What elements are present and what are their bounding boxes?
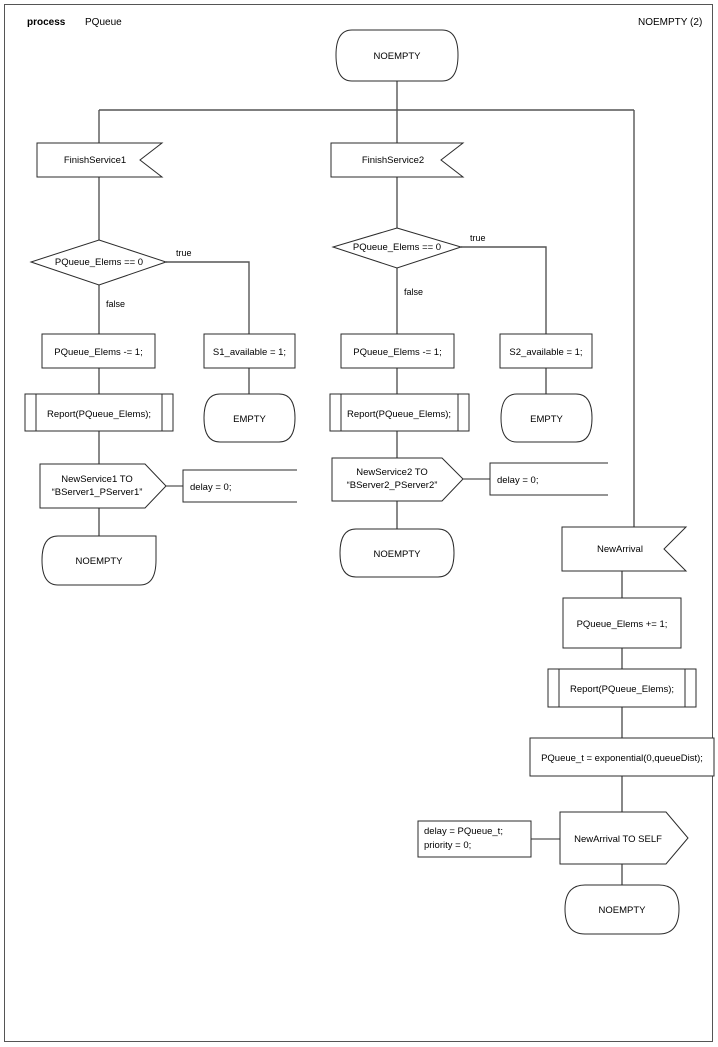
- task-pqueue-inc-label: PQueue_Elems += 1;: [577, 619, 668, 630]
- task-s1-available[interactable]: S1_available = 1;: [203, 333, 296, 369]
- state-noempty-1[interactable]: NOEMPTY: [41, 535, 157, 586]
- procedure-report-3[interactable]: Report(PQueue_Elems);: [547, 668, 697, 708]
- output-newservice1[interactable]: NewService1 TO “BServer1_PServer1”: [39, 463, 167, 509]
- state-noempty-start-label: NOEMPTY: [374, 51, 422, 62]
- task-pqueue-dec-2[interactable]: PQueue_Elems -= 1;: [340, 333, 455, 369]
- decision-2[interactable]: PQueue_Elems == 0: [331, 227, 463, 269]
- state-empty-1[interactable]: EMPTY: [203, 393, 296, 443]
- input-newarrival[interactable]: NewArrival: [561, 526, 688, 572]
- output-newservice2-line2: “BServer2_PServer2”: [347, 480, 438, 491]
- decision-2-label: PQueue_Elems == 0: [353, 242, 441, 253]
- flowline-decision1-true: [166, 261, 250, 334]
- comment-delay-2-label: delay = 0;: [497, 475, 538, 486]
- state-noempty-start[interactable]: NOEMPTY: [335, 29, 459, 82]
- input-finishservice2-label: FinishService2: [362, 155, 424, 166]
- decision-1[interactable]: PQueue_Elems == 0: [29, 239, 168, 286]
- decision-1-false-label: false: [106, 299, 125, 309]
- decision-2-true-label: true: [470, 233, 486, 243]
- task-s2-available[interactable]: S2_available = 1;: [499, 333, 593, 369]
- decision-2-false-label: false: [404, 287, 423, 297]
- input-finishservice1-label: FinishService1: [64, 155, 126, 166]
- state-noempty-2-label: NOEMPTY: [374, 549, 422, 560]
- task-pqueue-dec-1-label: PQueue_Elems -= 1;: [54, 347, 142, 358]
- task-exponential[interactable]: PQueue_t = exponential(0,queueDist);: [529, 737, 715, 777]
- input-finishservice1[interactable]: FinishService1: [36, 142, 164, 178]
- procedure-report-1-label: Report(PQueue_Elems);: [47, 409, 151, 420]
- comment-delay-priority-line1: delay = PQueue_t;: [424, 826, 503, 837]
- procedure-report-1[interactable]: Report(PQueue_Elems);: [24, 393, 174, 432]
- flowline-decision2-true: [461, 246, 547, 334]
- comment-delay-2: delay = 0;: [489, 462, 608, 496]
- state-noempty-1-label: NOEMPTY: [76, 556, 124, 567]
- header-process-name: PQueue: [85, 17, 122, 28]
- state-noempty-3-label: NOEMPTY: [599, 905, 647, 916]
- input-finishservice2[interactable]: FinishService2: [330, 142, 465, 178]
- input-newarrival-label: NewArrival: [597, 544, 643, 555]
- decision-1-label: PQueue_Elems == 0: [55, 257, 143, 268]
- state-empty-2[interactable]: EMPTY: [500, 393, 593, 443]
- header-page-label: NOEMPTY (2): [638, 17, 703, 28]
- decision-1-true-label: true: [176, 248, 192, 258]
- output-newarrival-self-label: NewArrival TO SELF: [574, 834, 662, 845]
- task-s1-available-label: S1_available = 1;: [213, 347, 286, 358]
- procedure-report-3-label: Report(PQueue_Elems);: [570, 684, 674, 695]
- state-noempty-3[interactable]: NOEMPTY: [564, 884, 680, 935]
- output-newservice2-line1: NewService2 TO: [356, 467, 427, 478]
- header-kind-label: process: [27, 17, 66, 28]
- flow-lines: [98, 81, 635, 885]
- task-pqueue-dec-2-label: PQueue_Elems -= 1;: [353, 347, 441, 358]
- output-newarrival-self[interactable]: NewArrival TO SELF: [559, 811, 689, 865]
- comment-delay-1-label: delay = 0;: [190, 482, 231, 493]
- state-empty-1-label: EMPTY: [233, 414, 266, 425]
- comment-delay-1: delay = 0;: [182, 469, 297, 503]
- task-exponential-label: PQueue_t = exponential(0,queueDist);: [541, 753, 703, 764]
- state-empty-2-label: EMPTY: [530, 414, 563, 425]
- task-pqueue-dec-1[interactable]: PQueue_Elems -= 1;: [41, 333, 156, 369]
- output-newservice2[interactable]: NewService2 TO “BServer2_PServer2”: [331, 457, 464, 502]
- state-noempty-2[interactable]: NOEMPTY: [339, 528, 455, 578]
- task-pqueue-inc[interactable]: PQueue_Elems += 1;: [562, 597, 682, 649]
- output-newservice1-line1: NewService1 TO: [61, 474, 132, 485]
- procedure-report-2-label: Report(PQueue_Elems);: [347, 409, 451, 420]
- task-s2-available-label: S2_available = 1;: [509, 347, 582, 358]
- output-newservice1-line2: “BServer1_PServer1”: [52, 487, 143, 498]
- procedure-report-2[interactable]: Report(PQueue_Elems);: [329, 393, 470, 432]
- comment-delay-priority: delay = PQueue_t; priority = 0;: [417, 820, 532, 858]
- comment-delay-priority-line2: priority = 0;: [424, 840, 471, 851]
